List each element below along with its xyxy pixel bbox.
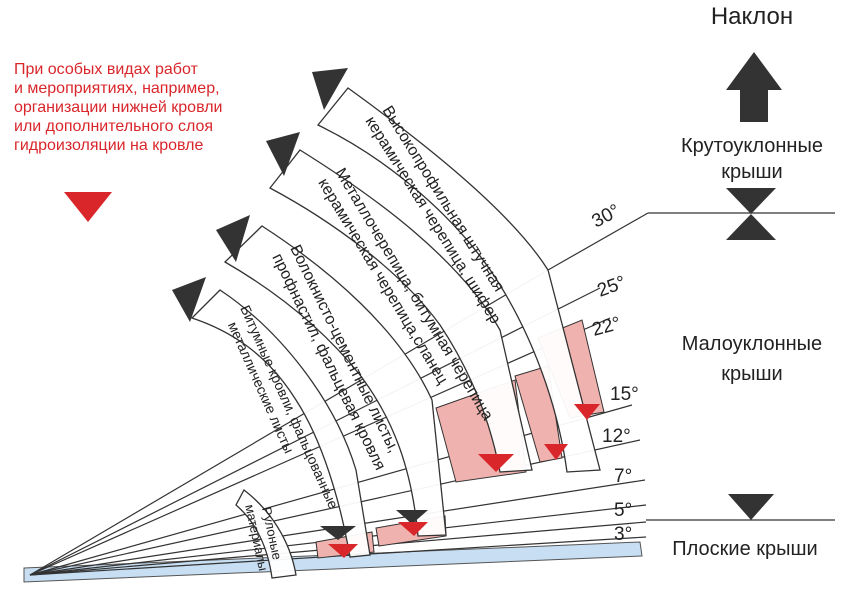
marker-fiber-red xyxy=(398,522,428,536)
hourglass-icon xyxy=(726,188,776,240)
divider-30 xyxy=(547,212,649,271)
note-line-4: или дополнительного слоя xyxy=(14,118,214,135)
legend-red-marker xyxy=(64,192,112,222)
angle-15: 15° xyxy=(610,384,639,405)
band-fiber xyxy=(223,225,447,537)
note-line-3: организации нижней кровли xyxy=(14,99,223,116)
zone-flat: Плоские крыши xyxy=(672,538,817,560)
band-metal xyxy=(269,149,533,473)
angle-labels: 30° 25° 22° 15° 12° 7° 5° 3° xyxy=(588,200,638,545)
zone-divider-lines xyxy=(547,212,835,521)
marker-bitumen-red xyxy=(328,544,358,558)
angle-12: 12° xyxy=(602,426,631,447)
marker-metal-top xyxy=(266,132,300,176)
marker-fiber-dark xyxy=(396,510,428,524)
material-bands xyxy=(190,87,601,579)
band-top-markers xyxy=(172,68,348,322)
zone-low-line2: крыши xyxy=(721,363,782,385)
down-marker-icon xyxy=(728,494,774,520)
angle-7: 7° xyxy=(614,466,632,487)
zone-low-line1: Малоуклонные xyxy=(682,333,822,355)
marker-metal-bottom xyxy=(544,444,568,460)
marker-fiber-top xyxy=(216,215,250,262)
marker-tile-top xyxy=(312,68,348,110)
ray-12 xyxy=(29,439,641,576)
note-line-5: гидроизоляции на кровле xyxy=(14,137,204,154)
note-line-1: При особых видах работ xyxy=(14,61,198,78)
marker-bitumen-dark xyxy=(320,526,356,540)
band-rolled xyxy=(235,489,297,579)
angle-22: 22° xyxy=(590,313,623,341)
note-line-2: и мероприятиях, например, xyxy=(14,80,220,97)
band-tile xyxy=(316,87,601,473)
marker-metal-wide-bottom xyxy=(478,454,514,472)
angle-30: 30° xyxy=(588,200,623,232)
zone-steep-line1: Крутоуклонные xyxy=(681,135,823,157)
band-bitumen xyxy=(190,289,371,558)
marker-tile-bottom xyxy=(574,404,600,420)
flat-roof-plate xyxy=(23,541,643,583)
angle-5: 5° xyxy=(614,500,632,521)
special-works-note: При особых видах работ и мероприятиях, н… xyxy=(14,60,274,155)
page-title: Наклон xyxy=(711,3,793,30)
up-arrow-icon xyxy=(726,52,782,122)
angle-3: 3° xyxy=(614,524,632,545)
angle-25: 25° xyxy=(595,272,629,302)
marker-bitumen-top xyxy=(172,277,206,322)
zone-steep-line2: крыши xyxy=(721,161,782,183)
band-bottom-markers xyxy=(320,404,600,558)
